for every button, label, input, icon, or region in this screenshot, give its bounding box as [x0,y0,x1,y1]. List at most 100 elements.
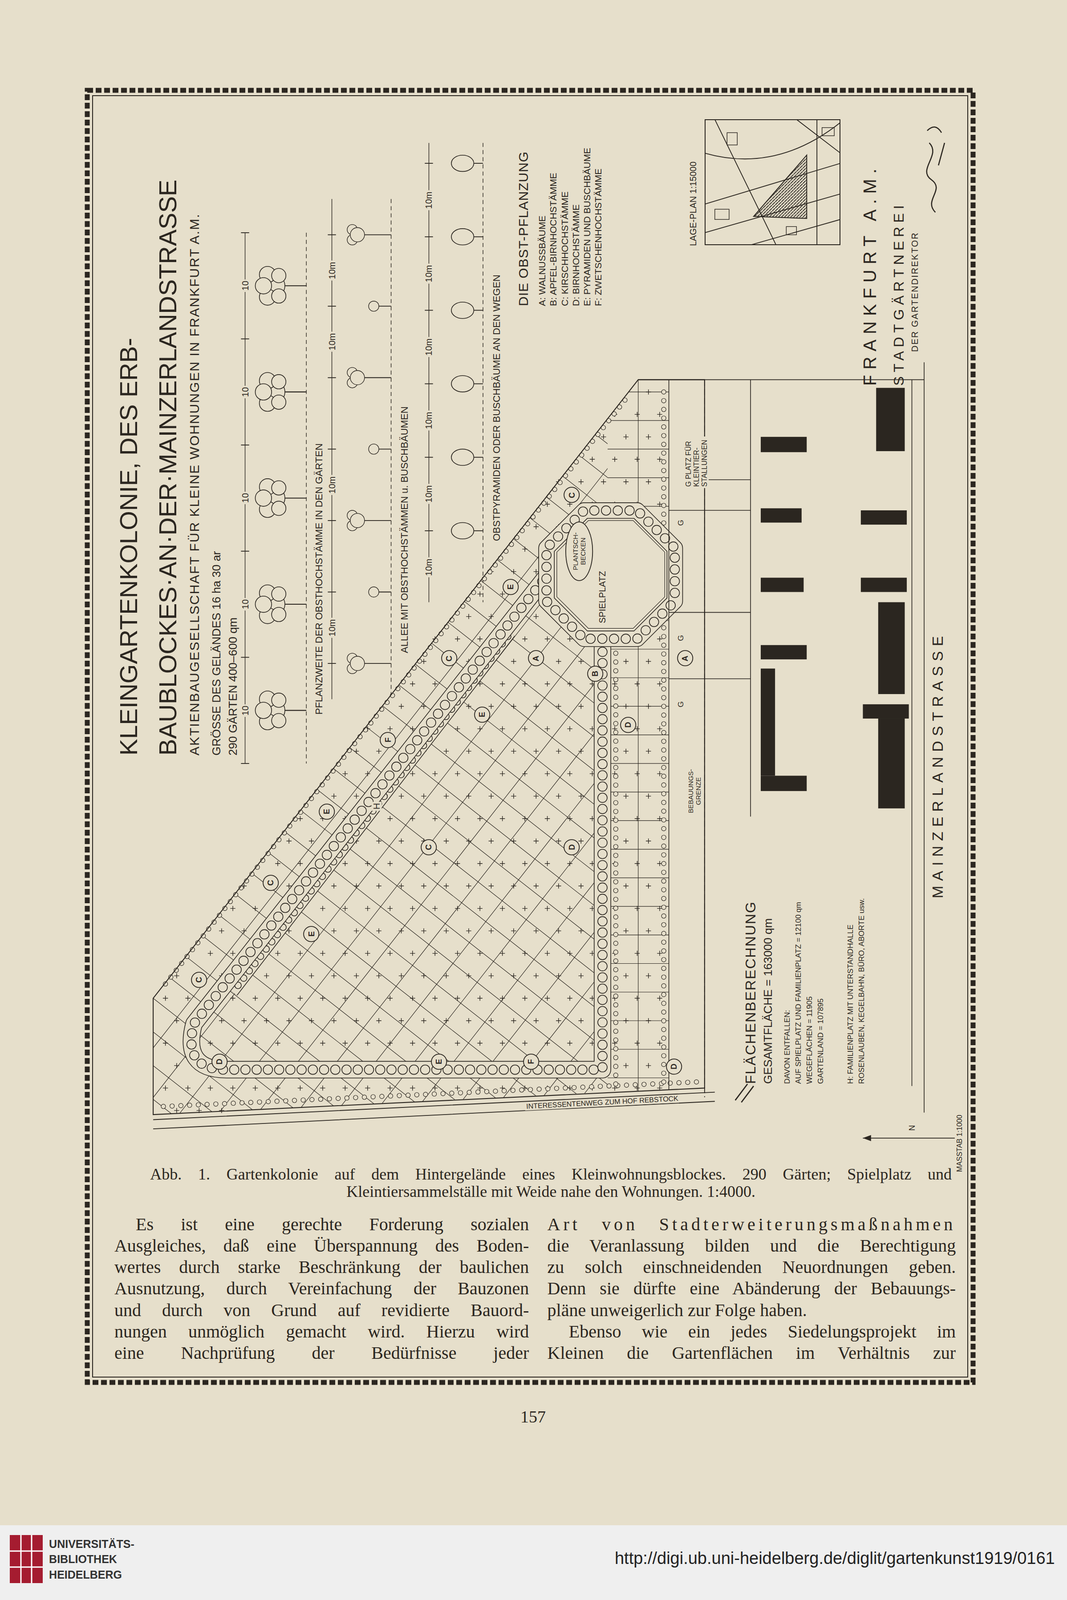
bush-dot [613,809,618,815]
bush-dot [613,651,618,656]
avenue-tree [620,634,631,644]
avenue-tree [336,832,346,843]
avenue-tree [550,605,560,616]
bush-dot [661,486,666,491]
bush-dot [661,407,666,412]
bush-dot [613,1011,618,1017]
circle-outline [421,839,437,856]
tree-crown [271,714,286,729]
table-row: AUF SPIELPLATZ UND FAMILIENPLATZ = 12100… [794,902,804,1085]
bush-dot [170,1104,175,1109]
key-entry: A: WALNUSSBÄUME [536,215,548,307]
avenue-tree [597,939,608,950]
bush-dot [661,844,666,849]
avenue-tree [545,540,555,550]
avenue-tree [245,947,256,958]
bush-dot [527,1087,533,1093]
avenue-tree [426,718,436,728]
parcel-line [0,6,543,1600]
avenue-tree [523,594,533,605]
avenue-tree [308,868,318,878]
tree-crown [271,480,286,495]
bush-dot [598,1084,603,1090]
avenue-tree [412,735,422,746]
housing-block [876,388,905,452]
bush-dot [327,1097,332,1102]
avenue-tree [597,759,608,770]
bush-dot [661,1045,666,1050]
bush-dot [613,924,618,929]
avenue-tree [541,550,552,560]
avenue-tree [589,506,600,516]
bush-dot [661,957,666,963]
tree-crown [350,227,365,243]
bush-dot [661,809,666,814]
bush-dot [613,756,618,762]
bush-dot [661,992,666,998]
avenue-tree [541,574,552,584]
bush-dot [554,1086,559,1092]
avenue-tree [352,1065,363,1076]
bush-dot [231,1101,236,1106]
avenue-tree [259,929,269,940]
bush-dot [318,1097,323,1102]
map-streets [704,119,841,245]
tree-key-circle: D [563,839,580,856]
avenue-tree [597,916,608,927]
circle-outline [677,650,693,666]
parcel-line [0,0,1067,1149]
parcel-line [0,43,591,1600]
bush-dot [466,597,471,602]
parcel-line [0,365,1001,1600]
bush-dot [613,994,618,999]
avenue-tree [597,905,608,916]
note-line: H: FAMILIENPLATZ MIT UNTERSTANDHALLE [846,925,856,1085]
circle-outline [563,487,580,503]
avenue-tree [597,984,608,994]
parcel-line [0,0,1067,1128]
bush-dot [405,1093,411,1098]
bush-dot [661,931,666,937]
dimension-label: 10m [423,557,435,578]
bush-dot [613,985,618,990]
avenue-tree [357,806,367,816]
node-label: LAGE-PLAN 1:15000 [688,161,699,246]
avenue-tree [641,625,651,636]
avenue-tree [597,1018,608,1028]
parcel-line [0,0,1067,1003]
avenue-tree [204,1000,214,1011]
body-text-line: Ausgleiches, daß eine Überspannung des B… [114,1236,529,1257]
avenue-tree [386,1065,397,1076]
bush-dot [661,984,666,989]
bush-dot [222,1101,227,1107]
bush-dot [661,660,666,666]
table-row: WEGEFLÄCHEN = 11905 [805,997,815,1085]
avenue-tree [239,956,249,966]
parcel-line [0,0,1067,961]
parcel-line [0,34,1067,1295]
tree-crown [271,501,286,516]
table-row: GARTENLAND = 107895 [816,998,826,1085]
bush-dot [661,1010,666,1015]
bush-dot [661,888,666,893]
avenue-tree [597,849,608,860]
avenue-tree [487,1065,498,1076]
pyramid-crown [451,523,474,540]
bush-dot [613,818,618,823]
bush-dot [624,1083,629,1088]
body-text-line: zu solch einschneidenden Neuordnungen ge… [547,1257,957,1278]
bush-dot [187,1103,192,1108]
bush-dot [613,1029,618,1035]
bush-dot [274,1099,280,1104]
bush-dot [309,1097,315,1103]
ground-line [482,142,483,603]
boundary-label: BEBAUUNGS- GRENZE [686,765,702,818]
tree-key-circle: A [677,650,694,667]
dimension-label: 10 [239,385,251,399]
avenue-tree [597,714,608,725]
tree-key-letter: A [531,655,541,662]
avenue-tree [189,1050,199,1061]
avenue-tree [375,1065,386,1076]
parcel-line [0,0,1067,877]
